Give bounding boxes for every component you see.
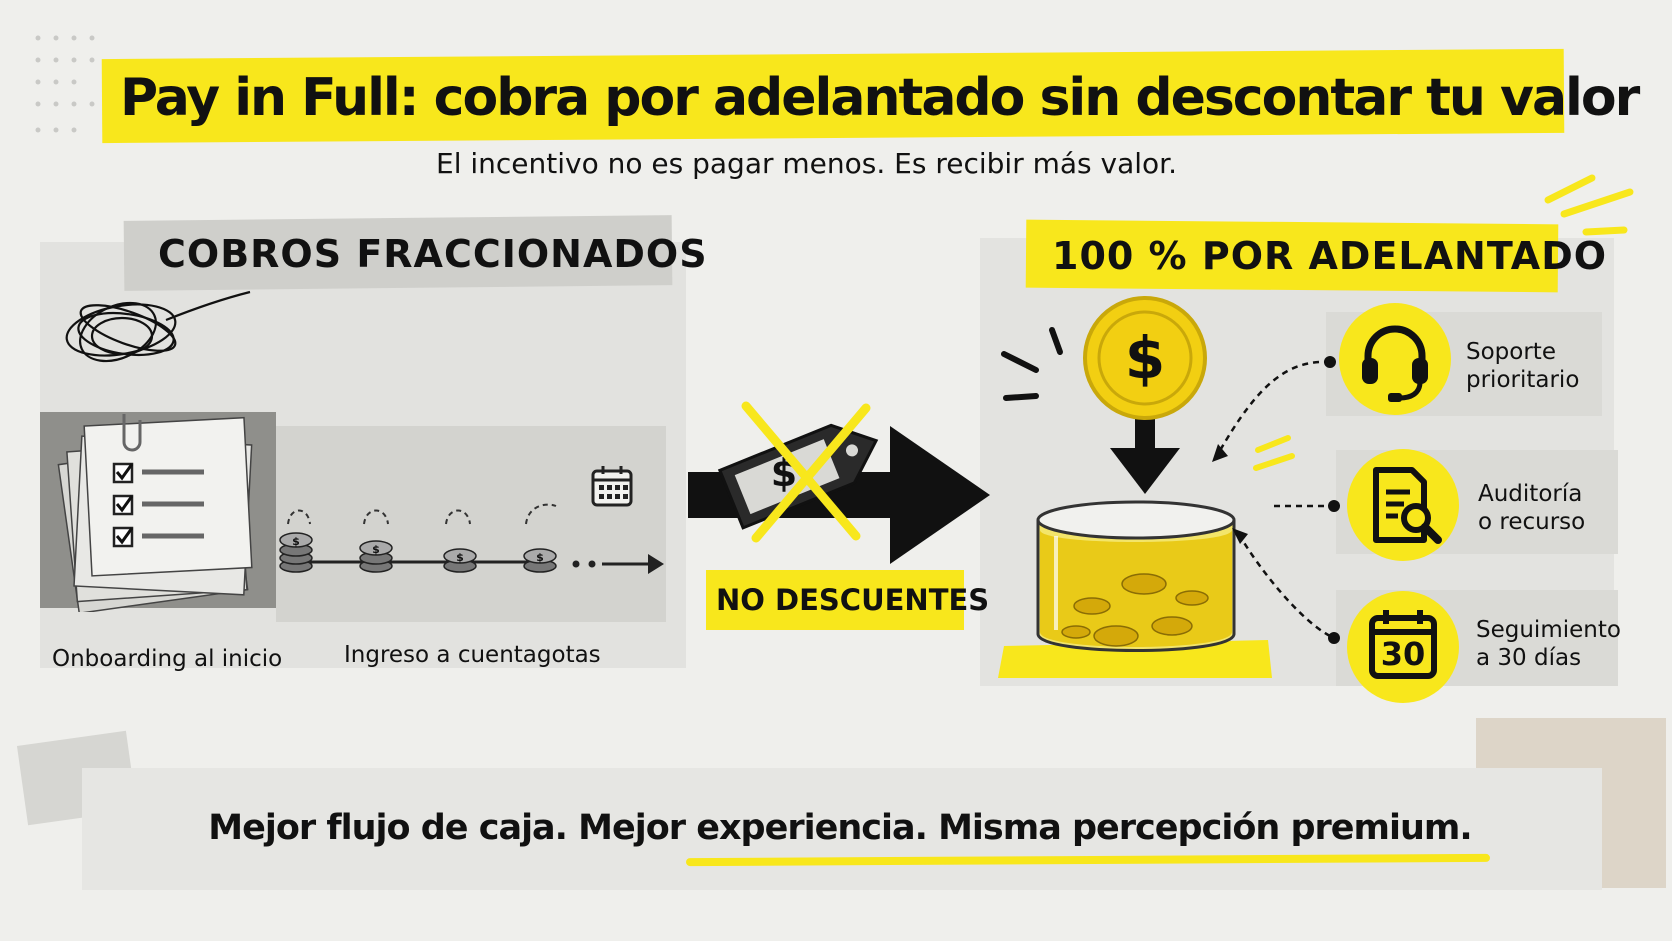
coin-stack-icon: $	[279, 532, 313, 573]
benefit-connectors	[1212, 356, 1340, 644]
coin-arrow-icon	[1083, 296, 1207, 494]
calendar-small-icon	[591, 466, 633, 507]
calendar-icon	[1347, 591, 1459, 703]
benefit-label-followup: Seguimiento a 30 días	[1476, 617, 1621, 671]
coin-symbol: $	[1124, 324, 1166, 392]
scribble-icon	[65, 290, 251, 363]
burst-lines-icon	[1001, 327, 1063, 401]
coin-stack-icon: $	[523, 548, 557, 573]
accent-strokes-icon	[1544, 174, 1634, 236]
left-timeline-strip	[276, 426, 666, 622]
no-discount-badge-background	[706, 570, 964, 630]
footer-band	[82, 768, 1602, 890]
coin-stack-icon: $	[443, 548, 477, 573]
no-discount-badge: NO DESCUENTES	[716, 583, 990, 617]
benefit-label-support: Soporte prioritario	[1466, 339, 1580, 393]
decorative-dots	[35, 35, 95, 133]
caption-income: Ingreso a cuentagotas	[344, 642, 601, 668]
right-section-label: 100 % POR ADELANTADO	[1052, 234, 1608, 278]
svg-text:$: $	[536, 551, 544, 564]
caption-onboarding: Onboarding al inicio	[52, 646, 283, 672]
svg-text:$: $	[456, 551, 464, 564]
page-title: Pay in Full: cobra por adelantado sin de…	[120, 68, 1640, 128]
burst-lines-yellow-icon	[1253, 435, 1295, 471]
page-subtitle: El incentivo no es pagar menos. Es recib…	[436, 147, 1178, 180]
svg-text:$: $	[292, 535, 300, 548]
benefit-label-audit: Auditoría o recurso	[1478, 481, 1586, 535]
calendar-icon-number: 30	[1380, 635, 1426, 673]
coin-stack-icon: $	[359, 540, 393, 573]
coin-timeline	[284, 503, 664, 574]
document-stack-icon	[57, 414, 253, 612]
headset-icon	[1339, 303, 1451, 415]
price-tag-icon: $	[717, 401, 879, 543]
document-search-icon	[1347, 449, 1459, 561]
svg-text:$: $	[372, 543, 380, 556]
footer-message: Mejor flujo de caja. Mejor experiencia. …	[208, 808, 1472, 848]
coin-jar-icon	[998, 500, 1272, 678]
left-section-label: COBROS FRACCIONADOS	[158, 232, 708, 276]
